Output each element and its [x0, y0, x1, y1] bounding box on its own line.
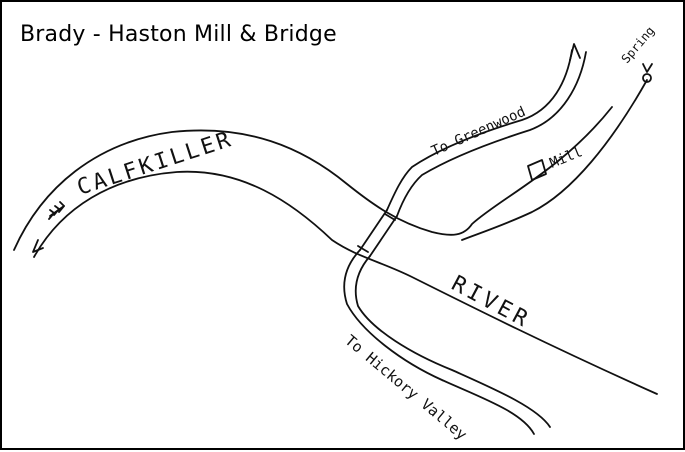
mill-icon — [527, 159, 547, 181]
road-north-east-edge — [396, 51, 587, 217]
label-mill: Mill — [548, 144, 585, 171]
map-title: Brady - Haston Mill & Bridge — [20, 22, 337, 47]
road-north-arrow-icon — [569, 43, 581, 61]
road-south-east-edge — [354, 255, 551, 428]
road-north-west-edge — [386, 49, 573, 211]
label-river: RIVER — [447, 271, 535, 334]
bridge — [357, 209, 398, 257]
river-south-bank — [33, 170, 658, 395]
river-north-bank — [13, 106, 613, 251]
label-to-greenwood: To Greenwood — [429, 104, 528, 160]
river-flow-arrow-icon — [32, 201, 65, 253]
spring-icon — [642, 63, 653, 83]
road-south-west-edge — [343, 249, 535, 435]
river-east-inner-bank — [461, 79, 648, 241]
label-spring: Spring — [619, 24, 658, 66]
label-calfkiller: CALFKILLER — [74, 127, 236, 201]
